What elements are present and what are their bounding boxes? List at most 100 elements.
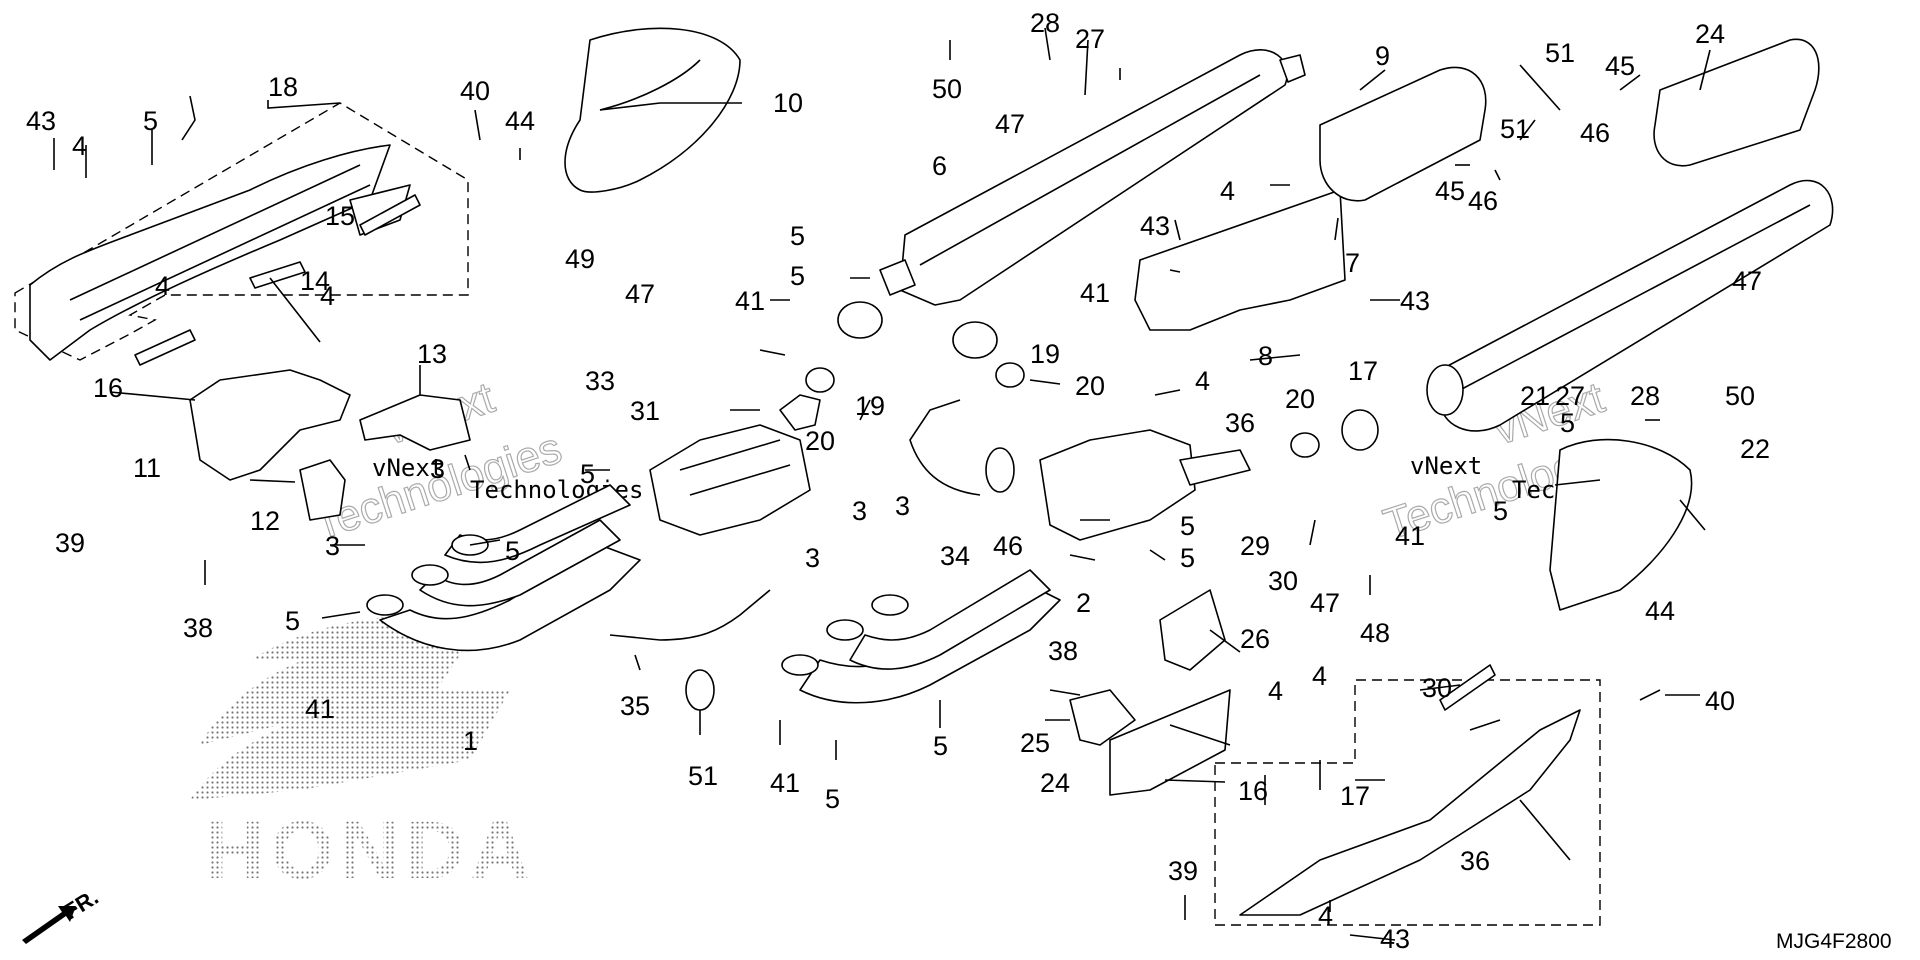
callout-42-a: 43 bbox=[26, 106, 56, 136]
callout-49-b: 50 bbox=[1725, 381, 1755, 411]
callout-27-b: 28 bbox=[1630, 381, 1660, 411]
callout-51: 51 bbox=[688, 761, 718, 791]
callout-5-h: 5 bbox=[580, 459, 595, 489]
callout-3-d: 3 bbox=[895, 491, 910, 521]
callout-20: 17 bbox=[1348, 356, 1378, 386]
band-14 bbox=[249, 261, 306, 289]
callout-21-c: 20 bbox=[1285, 384, 1315, 414]
band-31 bbox=[1439, 664, 1496, 711]
callout-16-a: 16 bbox=[93, 373, 123, 403]
callout-41-a: 41 bbox=[305, 694, 335, 724]
callout-40-c: 41 bbox=[1395, 521, 1425, 551]
callout-4-g: 4 bbox=[1312, 661, 1327, 691]
callout-41-b: 41 bbox=[770, 768, 800, 798]
clamp-20 bbox=[1341, 409, 1379, 451]
callout-4-h: 4 bbox=[1318, 901, 1333, 931]
callout-4-f: 4 bbox=[1268, 676, 1283, 706]
callout-22: 21 bbox=[1520, 381, 1550, 411]
callout-33: 36 bbox=[1460, 846, 1490, 876]
callout-38-b: 39 bbox=[1168, 856, 1198, 886]
callout-39-a: 40 bbox=[460, 76, 490, 106]
group-box-33 bbox=[1214, 679, 1601, 926]
diagram-code: MJG4F2800 bbox=[1776, 930, 1892, 953]
callout-9: 9 bbox=[1375, 41, 1390, 71]
bracket-13 bbox=[359, 394, 471, 451]
callout-30-b: 29 bbox=[1240, 531, 1270, 561]
callout-45-b: 45 bbox=[1435, 176, 1465, 206]
callout-6: 6 bbox=[932, 151, 947, 181]
callout-5-l: 5 bbox=[1180, 543, 1195, 573]
callout-34: 35 bbox=[620, 691, 650, 721]
callout-18: 18 bbox=[268, 72, 298, 102]
callout-10: 10 bbox=[773, 88, 803, 118]
callout-3-a: 3 bbox=[325, 531, 340, 561]
callout-leaders bbox=[53, 27, 1711, 941]
callout-3-c: 3 bbox=[852, 496, 867, 526]
band-15 bbox=[359, 194, 421, 236]
callout-35: 34 bbox=[940, 541, 970, 571]
exhaust-pipe-right bbox=[781, 569, 1061, 704]
callout-8: 8 bbox=[1258, 341, 1273, 371]
callout-27-a: 28 bbox=[1030, 8, 1060, 38]
callout-50-a: 51 bbox=[1545, 38, 1575, 68]
callout-14: 14 bbox=[300, 266, 330, 296]
callout-19-b: 19 bbox=[855, 391, 885, 421]
callout-11: 11 bbox=[133, 453, 161, 483]
catalytic-converter-right bbox=[1039, 429, 1251, 541]
callout-42-d: 43 bbox=[1380, 924, 1410, 954]
callout-48-a: 49 bbox=[565, 244, 595, 274]
callout-40-a: 41 bbox=[735, 286, 765, 316]
front-direction-arrow: FR. bbox=[22, 884, 103, 944]
callout-13: 13 bbox=[417, 339, 447, 369]
svg-text:HONDA: HONDA bbox=[205, 805, 536, 896]
callout-4-c: 4 bbox=[1195, 366, 1210, 396]
callout-46-d: 47 bbox=[1310, 588, 1340, 618]
catalytic-converter-left bbox=[649, 394, 821, 536]
callout-15: 15 bbox=[325, 201, 355, 231]
gasket-21b bbox=[995, 362, 1025, 388]
callout-46-a: 47 bbox=[995, 109, 1025, 139]
callout-39-b: 40 bbox=[1705, 686, 1735, 716]
callout-7: 7 bbox=[1345, 248, 1360, 278]
gasket-21a bbox=[805, 367, 835, 393]
heat-cover-10 bbox=[564, 27, 741, 193]
exhaust-pipe-left bbox=[366, 484, 641, 652]
callout-46-c: 47 bbox=[1732, 266, 1762, 296]
callout-5-k: 5 bbox=[1180, 511, 1195, 541]
heat-shield-left bbox=[29, 144, 411, 361]
muffler-22 bbox=[1426, 179, 1834, 432]
o2-sensor-35 bbox=[909, 399, 981, 496]
callout-36: 36 bbox=[1225, 408, 1255, 438]
heat-cover-24 bbox=[1549, 438, 1693, 611]
callout-26: 25 bbox=[1020, 728, 1050, 758]
callout-5-d: 5 bbox=[1560, 408, 1575, 438]
clamp-19b bbox=[952, 321, 998, 359]
gasket-21c bbox=[1290, 432, 1320, 458]
callout-37-b: 38 bbox=[1048, 636, 1078, 666]
callout-labels: 18 43 4 5 40 44 10 28 27 50 47 9 24 51 4… bbox=[26, 8, 1770, 954]
muffler-cap-9 bbox=[1319, 66, 1487, 202]
callout-3-b: 3 bbox=[430, 454, 445, 484]
callout-21-b: 20 bbox=[805, 426, 835, 456]
callout-5-g: 5 bbox=[505, 536, 520, 566]
muffler-cap-23 bbox=[1653, 38, 1820, 167]
callout-5-b: 5 bbox=[790, 221, 805, 251]
callout-21-a: 20 bbox=[1075, 371, 1105, 401]
callout-45-a: 45 bbox=[1605, 51, 1635, 81]
callout-28-a: 27 bbox=[1075, 24, 1105, 54]
clamp-44 bbox=[985, 447, 1015, 493]
bracket-29 bbox=[1159, 589, 1226, 671]
shield-25 bbox=[1109, 689, 1231, 796]
callout-3-e: 3 bbox=[805, 543, 820, 573]
group-box-18 bbox=[14, 102, 469, 361]
callout-44: 46 bbox=[993, 531, 1023, 561]
callout-40-b: 41 bbox=[1080, 278, 1110, 308]
bracket-12 bbox=[299, 459, 346, 521]
svg-text:vNext: vNext bbox=[1410, 452, 1482, 480]
callout-16-b: 16 bbox=[1238, 776, 1268, 806]
callout-43-a: 44 bbox=[505, 106, 535, 136]
callout-5-f: 5 bbox=[285, 606, 300, 636]
callout-23: 24 bbox=[1695, 19, 1725, 49]
